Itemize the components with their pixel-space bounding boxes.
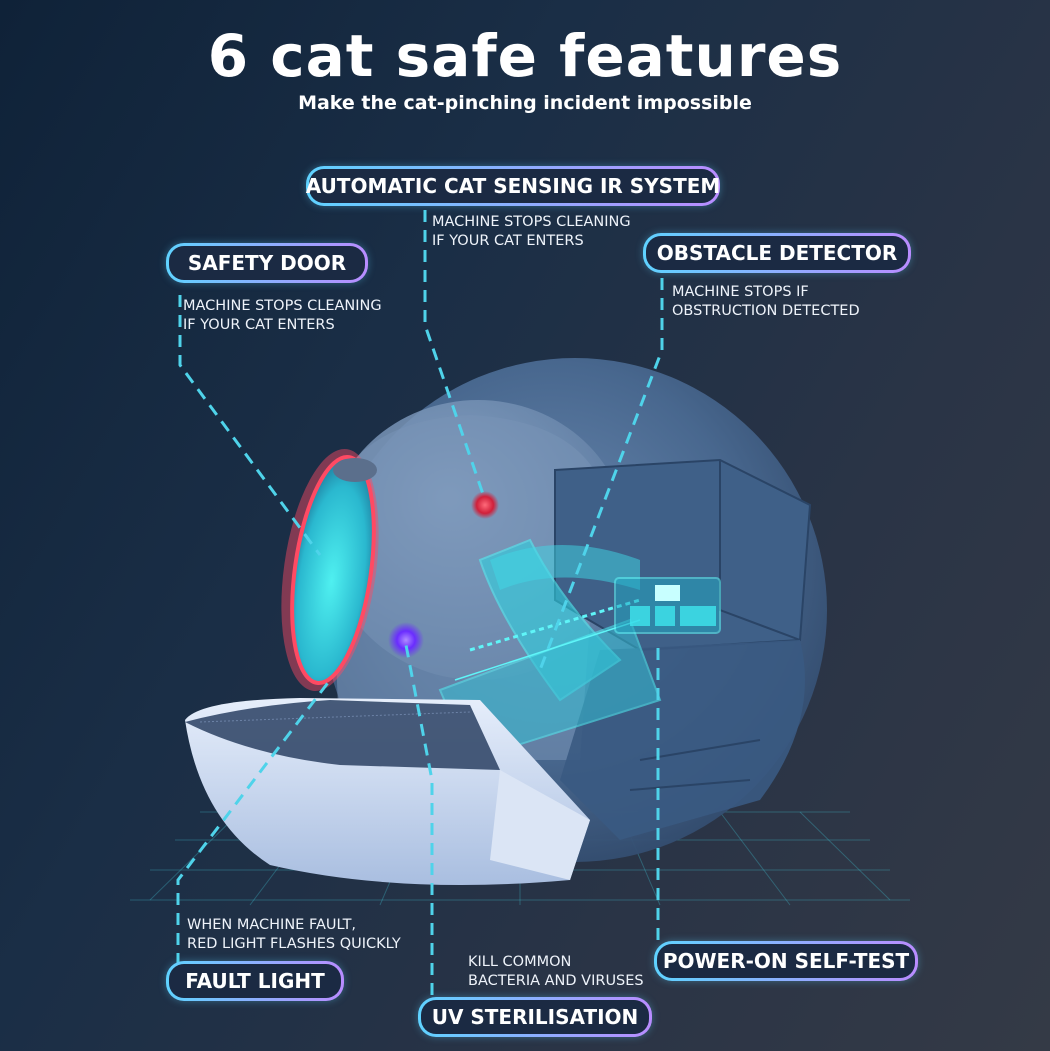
leader-obstacle bbox=[538, 278, 664, 671]
ir-sensor-light bbox=[471, 491, 499, 519]
feature-desc-fault-light: WHEN MACHINE FAULT, RED LIGHT FLASHES QU… bbox=[187, 916, 401, 954]
feature-desc-uv-sterilisation: KILL COMMON BACTERIA AND VIRUSES bbox=[468, 953, 644, 991]
feature-desc-safety-door: MACHINE STOPS CLEANING IF YOUR CAT ENTER… bbox=[183, 297, 382, 335]
desc-line: IF YOUR CAT ENTERS bbox=[432, 233, 584, 249]
feature-label-obstacle-detector: OBSTACLE DETECTOR bbox=[643, 233, 911, 273]
feature-desc-ir-system: MACHINE STOPS CLEANING IF YOUR CAT ENTER… bbox=[432, 213, 631, 251]
feature-label-uv-sterilisation: UV STERILISATION bbox=[418, 997, 652, 1037]
feature-desc-obstacle-detector: MACHINE STOPS IF OBSTRUCTION DETECTED bbox=[672, 283, 860, 321]
leader-safety-door bbox=[178, 295, 322, 556]
feature-label-fault-light: FAULT LIGHT bbox=[166, 961, 344, 1001]
leader-fault-light bbox=[176, 679, 332, 965]
page-title: 6 cat safe features bbox=[207, 22, 843, 90]
leader-lines bbox=[176, 210, 664, 995]
page-subtitle: Make the cat-pinching incident impossibl… bbox=[298, 92, 752, 114]
feature-label-ir-system: AUTOMATIC CAT SENSING IR SYSTEM bbox=[306, 166, 720, 206]
desc-line: KILL COMMON bbox=[468, 954, 572, 970]
desc-line: RED LIGHT FLASHES QUICKLY bbox=[187, 936, 401, 952]
safety-door bbox=[281, 449, 379, 691]
feature-label-safety-door: SAFETY DOOR bbox=[166, 243, 368, 283]
desc-line: OBSTRUCTION DETECTED bbox=[672, 303, 860, 319]
desc-line: BACTERIA AND VIRUSES bbox=[468, 973, 644, 989]
desc-line: MACHINE STOPS IF bbox=[672, 284, 809, 300]
desc-line: MACHINE STOPS CLEANING bbox=[183, 298, 382, 314]
litter-tray-base bbox=[185, 698, 590, 885]
desc-line: IF YOUR CAT ENTERS bbox=[183, 317, 335, 333]
leader-uv bbox=[404, 644, 434, 995]
desc-line: MACHINE STOPS CLEANING bbox=[432, 214, 631, 230]
feature-label-power-on-self-test: POWER-ON SELF-TEST bbox=[654, 941, 918, 981]
desc-line: WHEN MACHINE FAULT, bbox=[187, 917, 357, 933]
obstacle-sensor-panel bbox=[614, 577, 721, 634]
uv-light bbox=[388, 622, 424, 658]
